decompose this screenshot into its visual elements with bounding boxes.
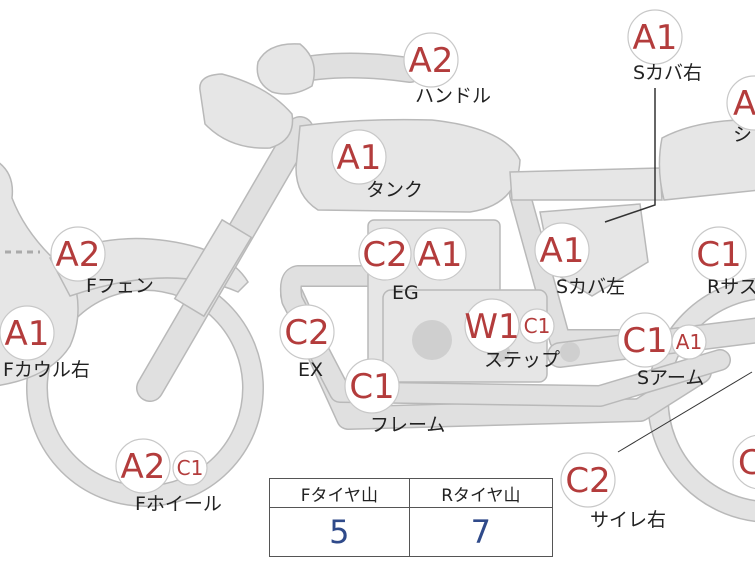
grade-tank: A1 xyxy=(337,138,382,178)
grade-rear-suspension: C1 xyxy=(696,235,741,275)
grade-exhaust: C2 xyxy=(284,313,329,353)
part-handle: A2 ハンドル xyxy=(403,32,491,107)
label-exhaust: EX xyxy=(298,359,323,381)
grade-seat: A xyxy=(733,84,755,124)
rear-tread-value: 7 xyxy=(408,507,554,557)
part-exhaust: C2 EX xyxy=(279,304,335,381)
leader-line-silencer xyxy=(617,371,753,453)
grade-front-cowl-right: A1 xyxy=(5,314,50,354)
rear-tread-header: Rタイヤ山 xyxy=(408,478,554,508)
label-silencer-right: サイレ右 xyxy=(590,509,666,531)
front-tread-header: Fタイヤ山 xyxy=(269,478,410,508)
grade-side-cover-left: A1 xyxy=(540,231,585,271)
seat-shape xyxy=(509,167,663,201)
part-front-fender: A2 Fフェン xyxy=(50,226,154,297)
part-side-cover-left: A1 Sカバ左 xyxy=(534,222,625,298)
label-side-cover-right: Sカバ右 xyxy=(633,62,702,84)
part-silencer-right: C2 サイレ右 xyxy=(560,452,666,531)
label-handle: ハンドル xyxy=(415,85,491,107)
part-frame: C1 フレーム xyxy=(344,358,445,436)
part-seat: A シ xyxy=(726,75,755,146)
label-step: ステップ xyxy=(484,349,560,371)
label-swing-arm: Sアーム xyxy=(637,367,704,389)
grade-step-2: C1 xyxy=(524,314,551,338)
part-tank: A1 タンク xyxy=(331,129,423,201)
label-seat: シ xyxy=(733,124,752,146)
grade-handle: A2 xyxy=(409,41,454,81)
label-engine: EG xyxy=(392,282,419,304)
label-front-fender: Fフェン xyxy=(86,275,154,297)
grade-silencer-right: C2 xyxy=(565,461,610,501)
label-front-cowl-right: Fカウル右 xyxy=(3,359,90,381)
grade-front-wheel-2: C1 xyxy=(177,456,204,480)
grade-frame: C1 xyxy=(349,367,394,407)
part-rear-edge: C xyxy=(732,434,755,490)
part-front-cowl-right: A1 Fカウル右 xyxy=(0,305,90,381)
grade-front-fender: A2 xyxy=(56,235,101,275)
label-side-cover-left: Sカバ左 xyxy=(556,276,625,298)
front-tread-value: 5 xyxy=(269,507,410,557)
part-side-cover-right: A1 Sカバ右 xyxy=(627,9,702,84)
grade-engine-1: C2 xyxy=(362,235,407,275)
grade-side-cover-right: A1 xyxy=(633,18,678,58)
label-tank: タンク xyxy=(366,179,423,201)
part-swing-arm: C1 A1 Sアーム xyxy=(617,312,707,389)
grade-rear-edge: C xyxy=(738,443,755,483)
grade-swing-arm-1: C1 xyxy=(622,321,667,361)
part-step: W1 C1 ステップ xyxy=(464,298,560,371)
grade-step-1: W1 xyxy=(464,307,519,347)
leader-line-side-cover-right xyxy=(604,88,656,223)
label-rear-suspension: Rサス xyxy=(707,276,755,298)
label-frame: フレーム xyxy=(370,414,445,436)
part-rear-suspension: C1 Rサス xyxy=(691,226,755,298)
grade-swing-arm-2: A1 xyxy=(676,330,702,354)
grade-front-wheel-1: A2 xyxy=(121,447,166,487)
part-engine: C2 A1 EG xyxy=(358,227,467,304)
headlight-shape xyxy=(199,73,294,149)
part-front-wheel: A2 C1 Fホイール xyxy=(115,438,222,515)
label-front-wheel: Fホイール xyxy=(135,493,222,515)
tire-tread-table: Fタイヤ山 Rタイヤ山 5 7 xyxy=(269,478,554,557)
grade-engine-2: A1 xyxy=(418,235,463,275)
